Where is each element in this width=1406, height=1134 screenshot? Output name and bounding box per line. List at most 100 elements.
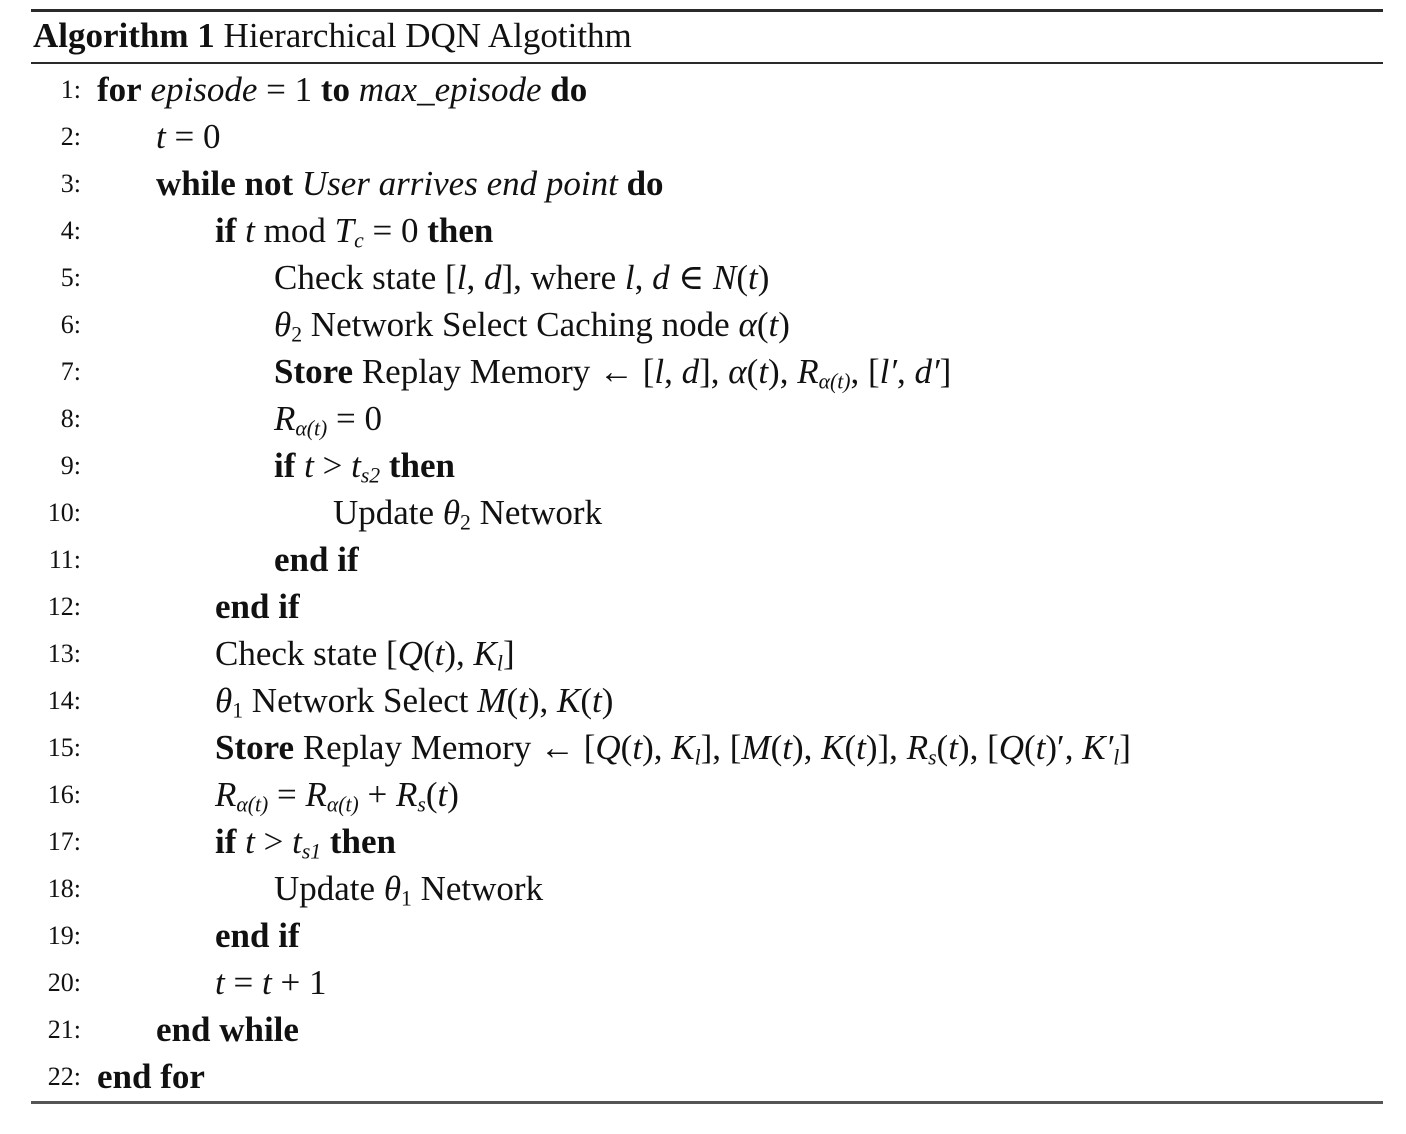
text-run: ] <box>502 634 515 673</box>
line-number: 19: <box>47 921 81 950</box>
text-run: )], <box>865 728 907 767</box>
keyword: for <box>97 70 142 109</box>
text-run: ) <box>447 775 459 814</box>
math-symbol: d <box>681 352 700 391</box>
math-symbol: T <box>334 211 355 250</box>
text-run: ( <box>770 728 783 767</box>
text-run: ( <box>844 728 857 767</box>
text-run: ), <box>768 352 798 391</box>
text-run: = 0 <box>327 399 382 438</box>
keyword: end if <box>215 587 300 626</box>
math-subscript: s <box>417 792 426 817</box>
math-symbol: t <box>215 963 225 1002</box>
line-content: Check state [Q(t), Kl] <box>215 630 515 677</box>
text-run: ], where <box>501 258 625 297</box>
math-subscript: 1 <box>401 886 412 911</box>
text-run <box>293 164 302 203</box>
keyword: if <box>215 211 237 250</box>
math-symbol: M <box>477 681 507 720</box>
keyword: end while <box>156 1010 299 1049</box>
math-symbol: t <box>245 211 255 250</box>
math-subscript: α(t) <box>295 416 328 441</box>
text-run: mod <box>254 211 335 250</box>
text-run: ) <box>601 681 614 720</box>
line-number: 13: <box>47 639 81 668</box>
text-run: = 0 <box>165 117 221 156</box>
text-run: Network Select Caching node <box>302 305 739 344</box>
math-symbol: R <box>797 352 819 391</box>
line-content: Store Replay Memory ← [Q(t), Kl], [M(t),… <box>215 724 1131 771</box>
algorithm-top-rule <box>31 9 1383 12</box>
text-run: ( <box>936 728 949 767</box>
algorithm-bottom-rule <box>31 1101 1383 1104</box>
keyword: then <box>427 211 494 250</box>
text-run: Update <box>274 869 384 908</box>
math-symbol: K <box>556 681 581 720</box>
text-run: , <box>664 352 682 391</box>
line-number: 3: <box>60 169 81 198</box>
math-symbol: l′ <box>879 352 897 391</box>
math-symbol: θ <box>383 869 402 908</box>
text-run: Replay Memory ← [ <box>353 352 655 391</box>
math-symbol: Q <box>998 728 1025 767</box>
math-symbol: t <box>768 305 779 344</box>
text-run: Check state [ <box>274 258 457 297</box>
keyword: do <box>626 164 664 203</box>
text-run: + 1 <box>271 963 327 1002</box>
math-symbol: max_episode <box>358 70 542 109</box>
math-symbol: User arrives end point <box>301 164 618 203</box>
math-symbol: d′ <box>914 352 940 391</box>
math-symbol: t <box>245 822 255 861</box>
text-run: + <box>358 775 396 814</box>
text-run: ] <box>1119 728 1131 767</box>
text-run <box>350 70 359 109</box>
text-run: Network <box>470 493 603 532</box>
math-symbol: Q <box>595 728 621 767</box>
text-run <box>321 822 330 861</box>
line-content: if t > ts1 then <box>215 818 396 865</box>
line-number: 5: <box>60 263 81 292</box>
text-run: ( <box>736 258 749 297</box>
math-symbol: t <box>856 728 866 767</box>
line-content: θ1 Network Select M(t), K(t) <box>215 677 613 724</box>
math-symbol: K <box>821 728 845 767</box>
math-symbol: θ <box>274 305 292 344</box>
line-number: 14: <box>47 686 81 715</box>
line-content: end if <box>274 536 359 583</box>
text-run: Network <box>411 869 544 908</box>
text-run <box>236 822 245 861</box>
math-subscript: s <box>928 745 937 770</box>
text-run: ( <box>425 775 438 814</box>
text-run: ], [ <box>700 728 742 767</box>
text-run: = <box>224 963 262 1002</box>
line-number: 20: <box>47 968 81 997</box>
line-number: 10: <box>47 498 81 527</box>
text-run: Replay Memory ← [ <box>294 728 596 767</box>
line-content: end if <box>215 912 300 959</box>
text-run: Check state [ <box>215 634 398 673</box>
line-content: end if <box>215 583 300 630</box>
line-content: while not User arrives end point do <box>156 160 664 207</box>
math-subscript: c <box>354 228 364 253</box>
math-symbol: t <box>261 963 272 1002</box>
text-run: ), <box>444 634 474 673</box>
line-number: 6: <box>60 310 81 339</box>
math-subscript: l <box>496 651 503 676</box>
text-run <box>542 70 551 109</box>
keyword: then <box>388 446 456 485</box>
line-content: for episode = 1 to max_episode do <box>97 66 587 113</box>
keyword: Store <box>215 728 295 767</box>
math-subscript: α(t) <box>818 369 851 394</box>
line-content: if t mod Tc = 0 then <box>215 207 493 254</box>
keyword: while not <box>156 164 294 203</box>
text-run: ( <box>580 681 592 720</box>
math-symbol: R <box>906 728 929 767</box>
text-run: Network Select <box>243 681 478 720</box>
math-symbol: t <box>782 728 792 767</box>
math-symbol: K <box>473 634 497 673</box>
math-symbol: t <box>592 681 602 720</box>
math-symbol: t <box>758 352 769 391</box>
line-number: 16: <box>47 780 81 809</box>
math-symbol: θ <box>215 681 233 720</box>
line-number: 15: <box>47 733 81 762</box>
